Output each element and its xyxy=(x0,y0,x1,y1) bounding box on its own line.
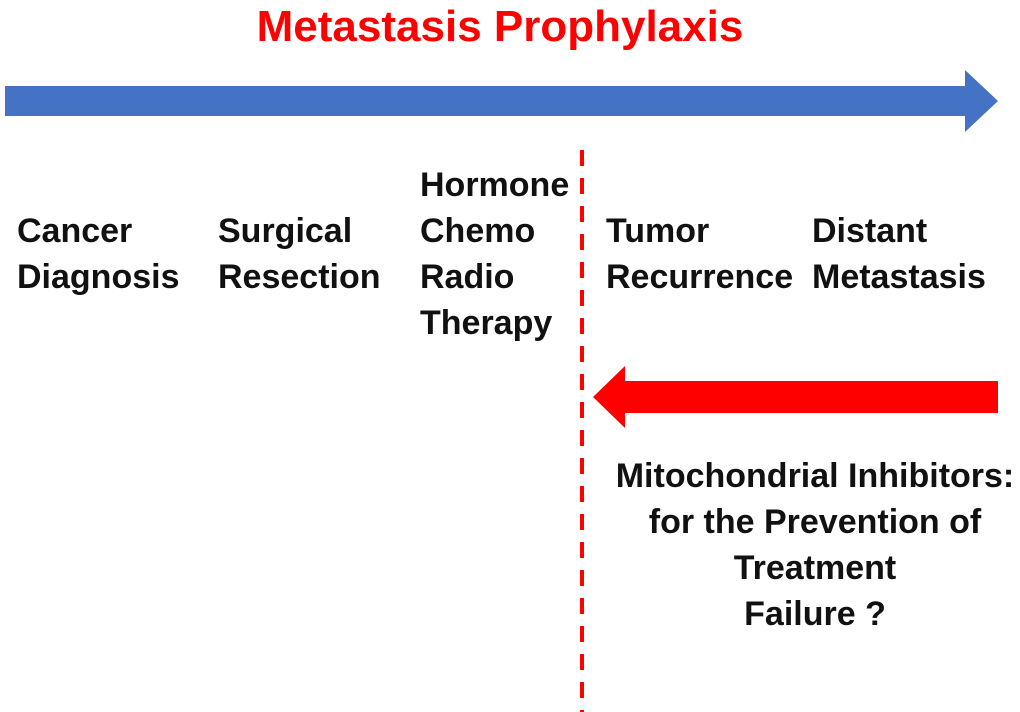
diagram-title: Metastasis Prophylaxis xyxy=(256,2,744,51)
intervention-arrow xyxy=(593,366,998,428)
timeline-arrow xyxy=(5,70,998,132)
caption: Mitochondrial Inhibitors:for the Prevent… xyxy=(615,457,1015,633)
